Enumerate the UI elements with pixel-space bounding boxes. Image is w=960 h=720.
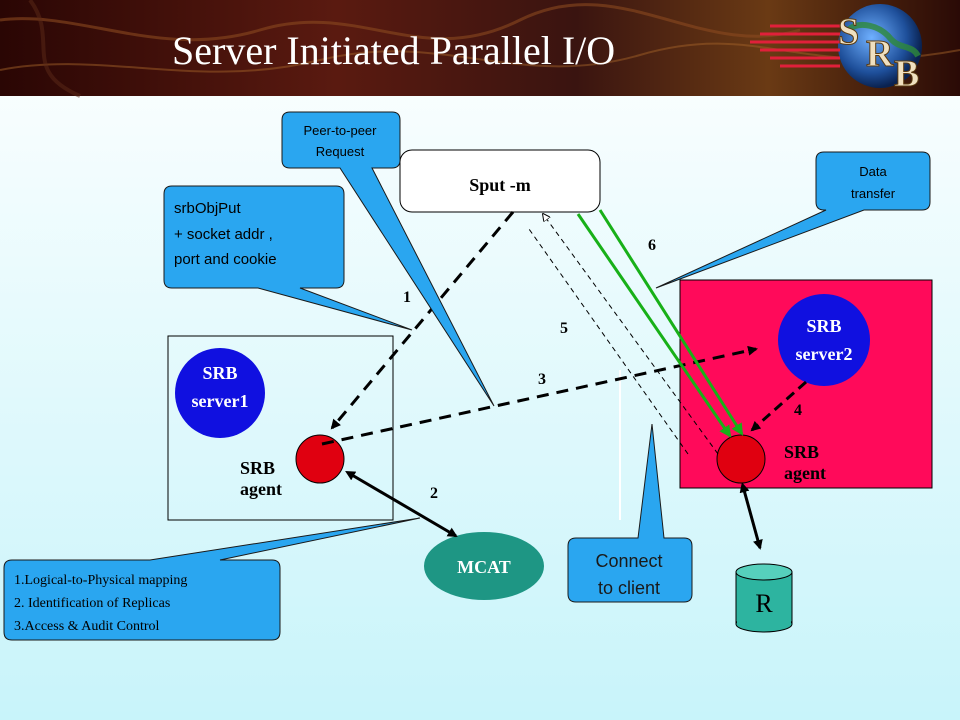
arrow-step-4 bbox=[750, 380, 807, 432]
arrow-step-5 bbox=[543, 214, 719, 455]
callout-connect-client: Connect to client bbox=[567, 423, 693, 603]
server1-label-line1: SRB bbox=[202, 363, 237, 383]
server1-node bbox=[175, 348, 265, 438]
step-label-4: 4 bbox=[794, 402, 802, 419]
server1-label-line2: server1 bbox=[192, 391, 249, 411]
logo-letter-r: R bbox=[866, 33, 894, 75]
step-label-3: 3 bbox=[538, 371, 546, 388]
resource-node bbox=[735, 563, 793, 633]
mcat-node bbox=[424, 532, 544, 600]
logo-letter-b: B bbox=[894, 53, 919, 95]
client-node bbox=[399, 149, 601, 213]
step-label-6: 6 bbox=[648, 237, 656, 254]
agent1-node bbox=[295, 434, 345, 484]
callout-connect-line1: Connect bbox=[595, 551, 662, 571]
step-label-1: 1 bbox=[403, 289, 411, 306]
callout-mcat-line2: 2. Identification of Replicas bbox=[14, 596, 170, 611]
arrow-step-5-return bbox=[528, 228, 689, 455]
step-label-5: 5 bbox=[560, 320, 568, 337]
callout-data-transfer: Data transfer bbox=[655, 151, 931, 289]
callout-srbobjput-line3: port and cookie bbox=[174, 251, 277, 268]
callout-peer-line2: Request bbox=[316, 144, 365, 159]
server2-node bbox=[778, 294, 870, 386]
callout-srbobjput-line1: srbObjPut bbox=[174, 200, 242, 217]
callout-connect-line2: to client bbox=[598, 578, 660, 598]
arrow-step-3 bbox=[321, 345, 758, 446]
arrow-step-6-a bbox=[576, 213, 732, 438]
callout-srbobjput-line2: + socket addr , bbox=[174, 226, 273, 243]
callout-mcat-functions: 1.Logical-to-Physical mapping 2. Identif… bbox=[3, 517, 421, 641]
server1-host-box bbox=[167, 335, 394, 521]
agent2-label-line2: agent bbox=[784, 463, 826, 483]
step-label-2: 2 bbox=[430, 485, 438, 502]
arrow-step-1 bbox=[330, 211, 515, 430]
page-title: Server Initiated Parallel I/O bbox=[172, 28, 615, 73]
callout-mcat-line3: 3.Access & Audit Control bbox=[14, 619, 160, 634]
agent2-node bbox=[716, 434, 766, 484]
resource-label: R bbox=[755, 589, 773, 618]
srb-logo: S R B bbox=[750, 4, 922, 96]
logo-letter-s: S bbox=[838, 11, 859, 53]
arrow-agent2-resource bbox=[739, 482, 763, 550]
callout-data-transfer-line2: transfer bbox=[851, 186, 896, 201]
agent2-label-line1: SRB bbox=[784, 442, 819, 462]
header-band bbox=[0, 0, 960, 98]
callout-peer-line1: Peer-to-peer bbox=[304, 123, 378, 138]
mcat-label: MCAT bbox=[457, 557, 511, 577]
callout-data-transfer-line1: Data bbox=[859, 164, 887, 179]
server2-label-line1: SRB bbox=[806, 316, 841, 336]
client-label: Sput -m bbox=[469, 175, 531, 195]
callout-peer-request: Peer-to-peer Request bbox=[281, 111, 495, 407]
callout-srbobjput: srbObjPut + socket addr , port and cooki… bbox=[163, 185, 413, 331]
callout-mcat-line1: 1.Logical-to-Physical mapping bbox=[14, 573, 187, 588]
agent1-label-line2: agent bbox=[240, 479, 282, 499]
arrow-step-2 bbox=[345, 470, 458, 538]
server2-label-line2: server2 bbox=[796, 344, 853, 364]
arrow-step-6-b bbox=[598, 209, 744, 436]
agent1-label-line1: SRB bbox=[240, 458, 275, 478]
